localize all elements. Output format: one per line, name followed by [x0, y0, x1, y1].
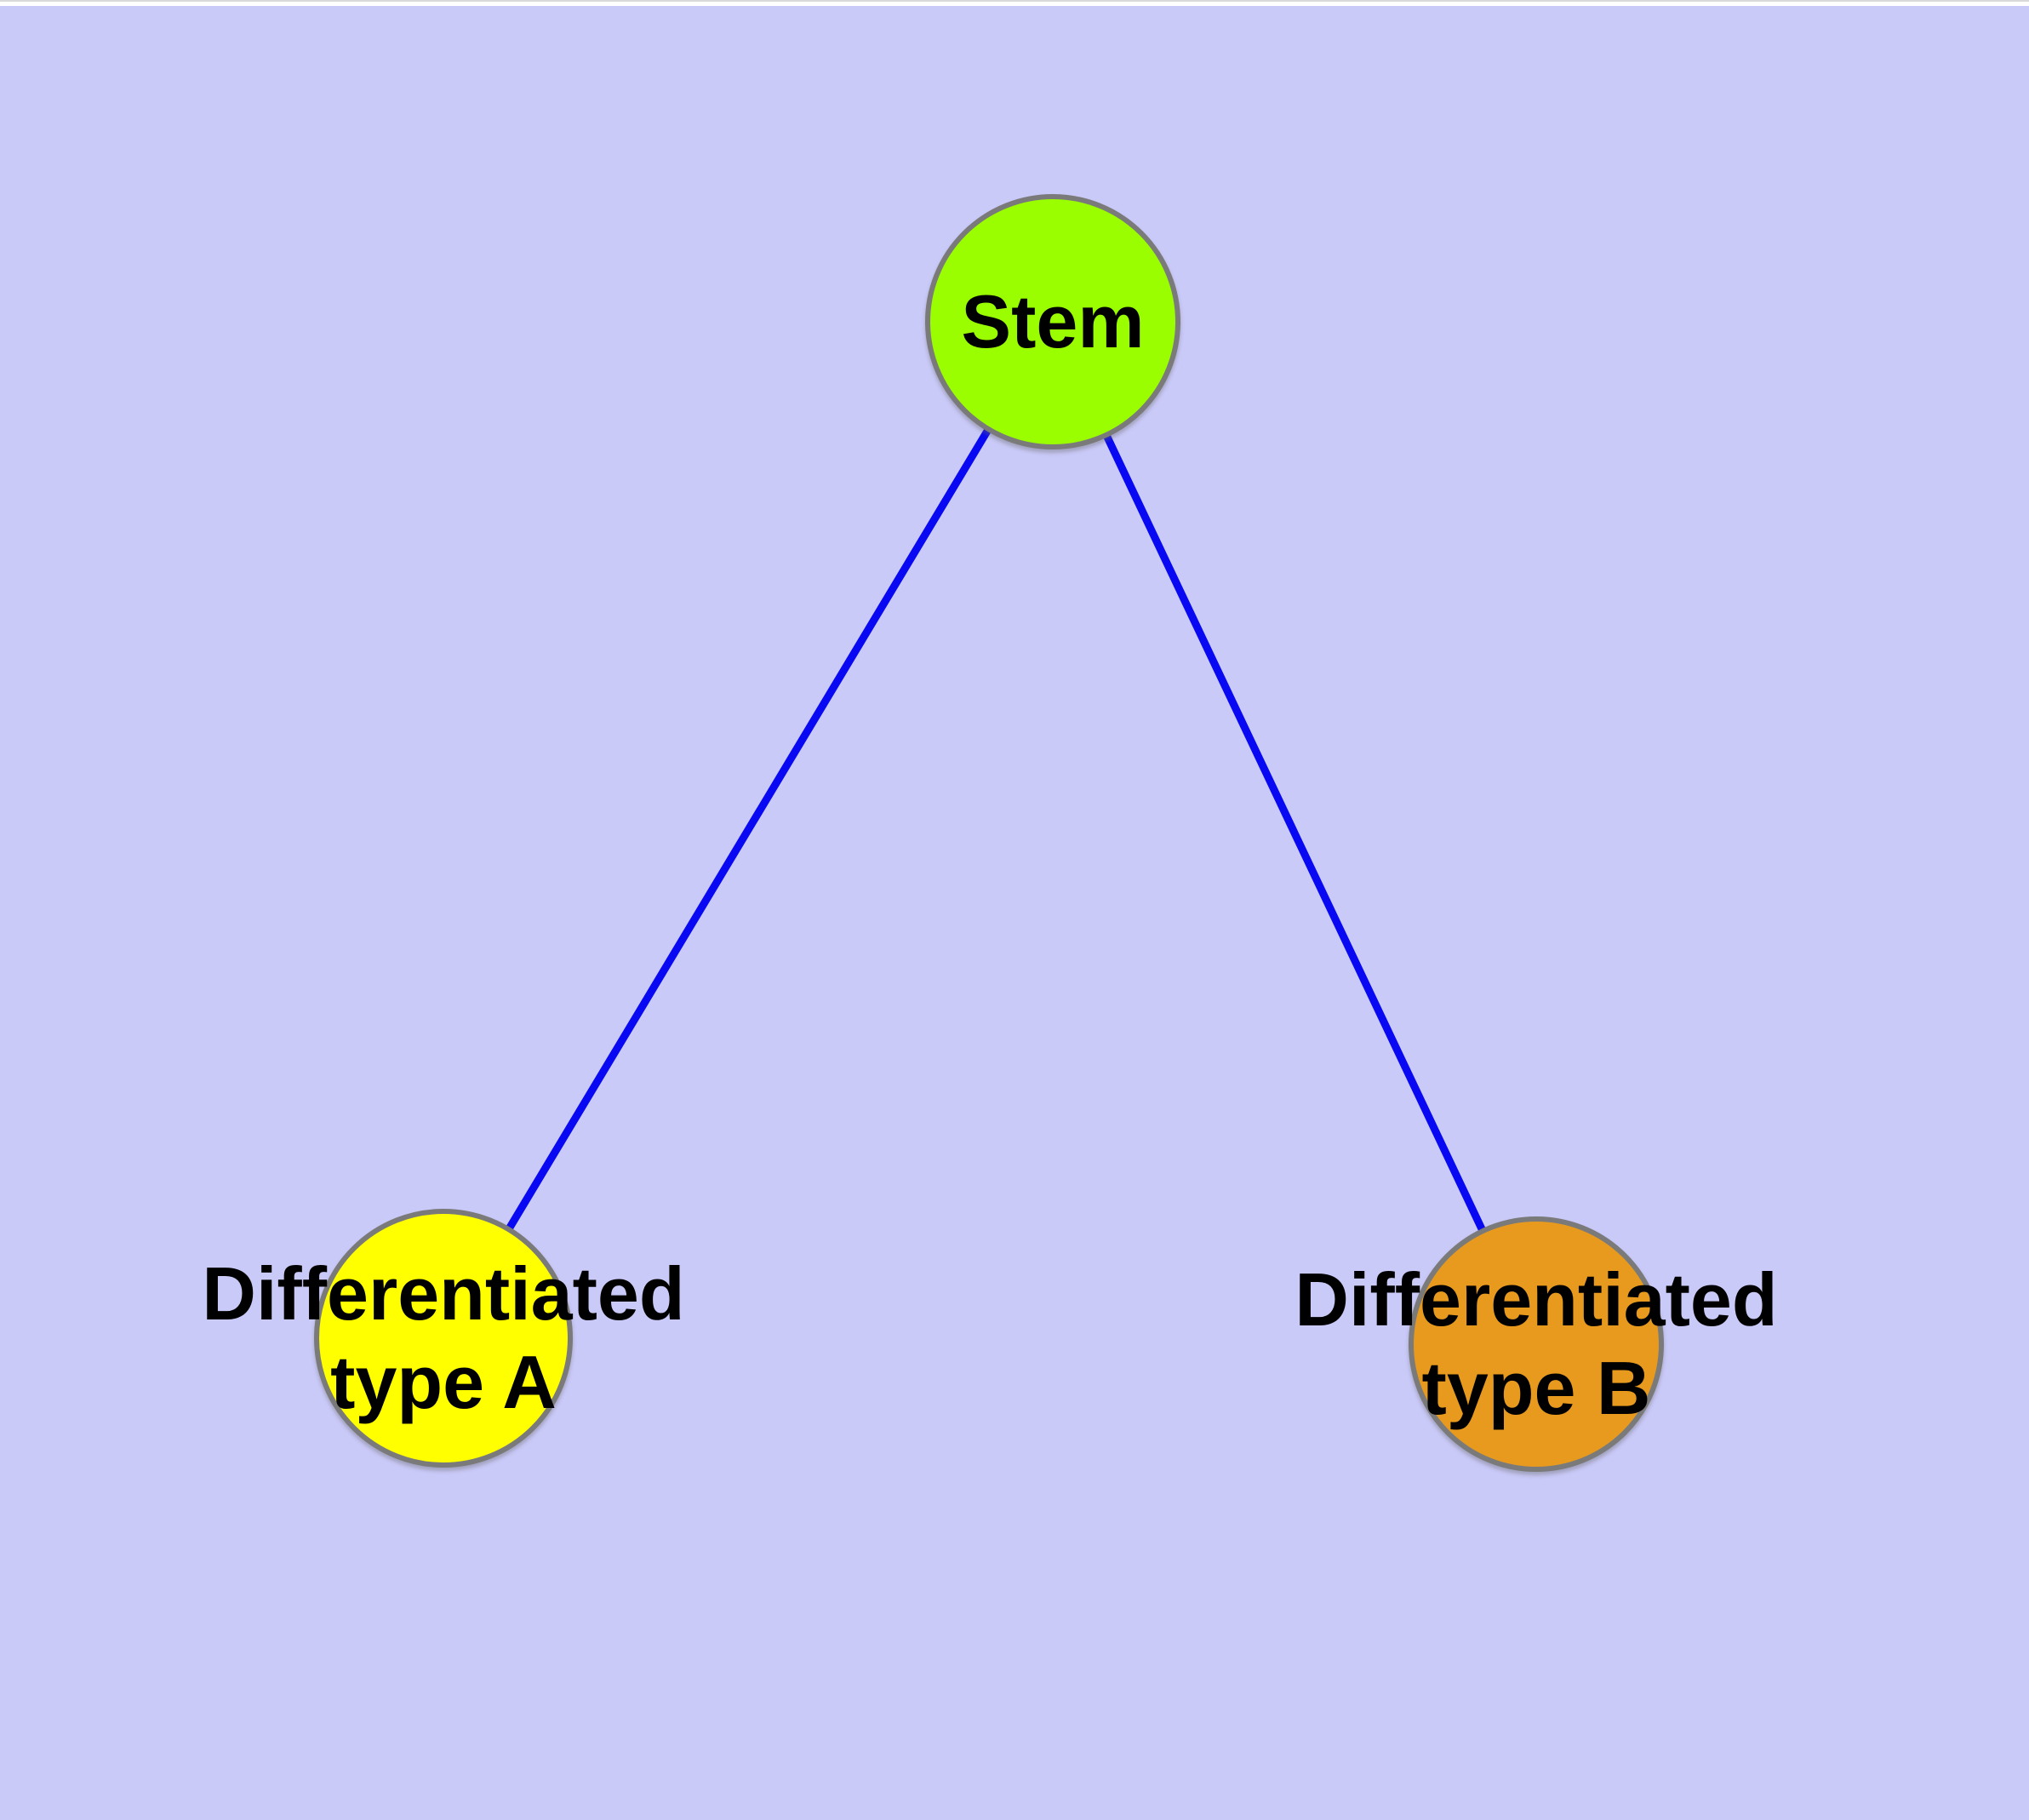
node-differentiated-type-a — [314, 1209, 573, 1468]
edge-stem-type-a — [440, 319, 1056, 1341]
node-stem — [925, 194, 1180, 449]
top-hairline — [0, 0, 2029, 6]
edge-stem-type-b — [1049, 320, 1540, 1346]
node-differentiated-type-b — [1409, 1216, 1664, 1472]
diagram-canvas: Stem Differentiated type A Differentiate… — [0, 6, 2029, 1820]
edges-layer — [440, 319, 1540, 1346]
